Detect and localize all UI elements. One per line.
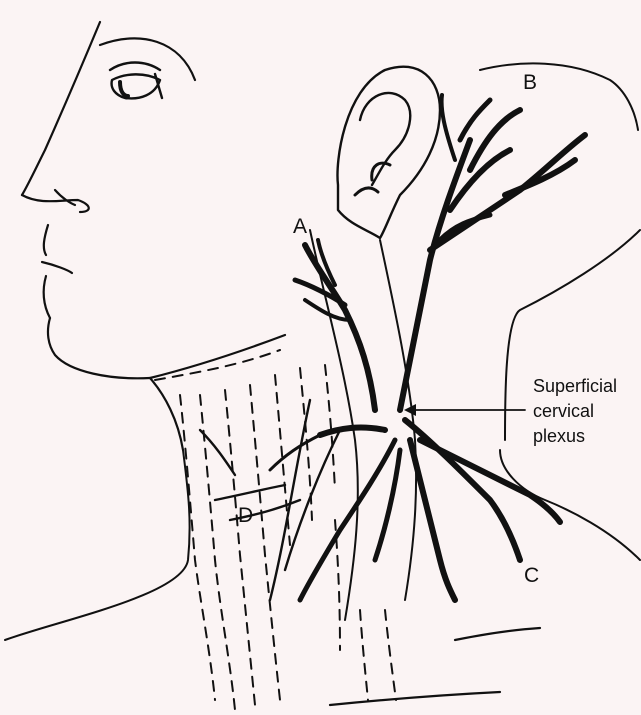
superficial-cervical-plexus-annotation: Superficial cervical plexus bbox=[533, 374, 617, 449]
label-a: A bbox=[293, 216, 307, 237]
annotation-line-1: Superficial bbox=[533, 374, 617, 399]
label-b: B bbox=[523, 72, 537, 93]
label-d: D bbox=[238, 505, 253, 526]
annotation-line-3: plexus bbox=[533, 424, 617, 449]
label-c: C bbox=[524, 565, 539, 586]
annotation-line-2: cervical bbox=[533, 399, 617, 424]
